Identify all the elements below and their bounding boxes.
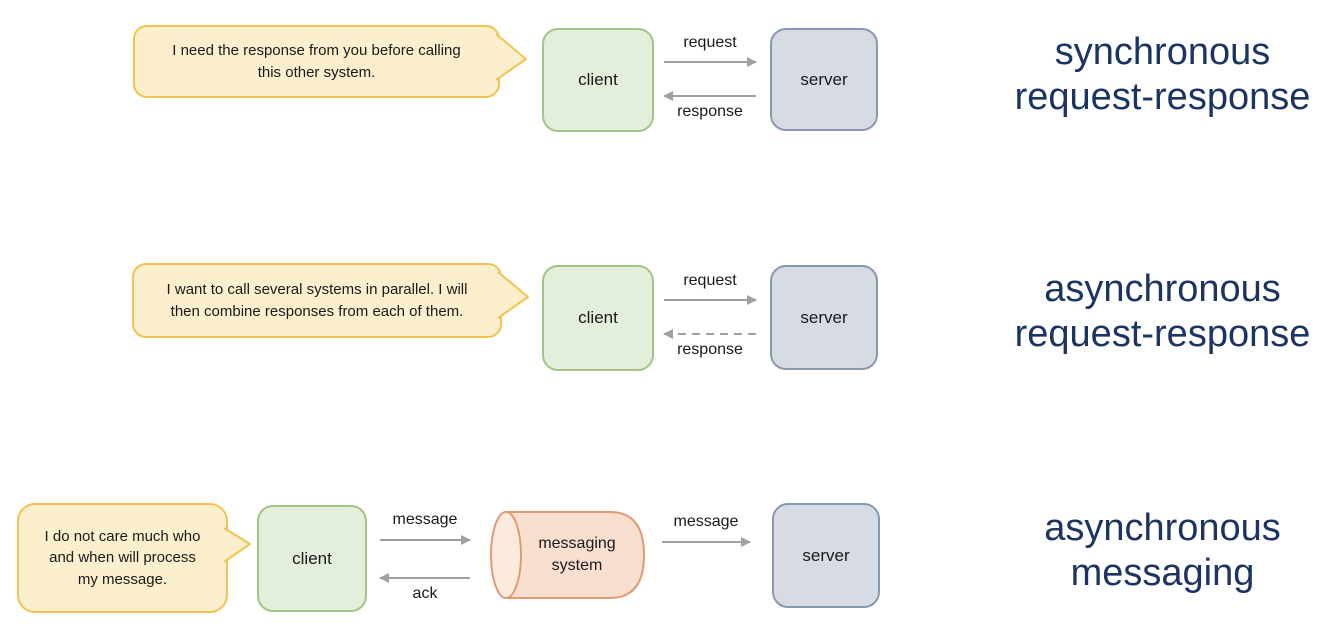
bubble-text-line: and when will process (49, 549, 196, 567)
messaging-system-cylinder (490, 511, 646, 599)
pattern-title: synchronous request-response (1005, 30, 1320, 120)
request-arrow-label: request (683, 272, 737, 289)
bubble-tail (497, 271, 529, 319)
pattern-title-line: synchronous (1054, 31, 1271, 73)
pattern-title-line: asynchronous (1044, 507, 1281, 549)
client-box: client (542, 265, 654, 371)
pattern-title: asynchronous messaging (1010, 506, 1315, 596)
response-arrow-label: response (677, 341, 743, 358)
bubble-tail (495, 33, 527, 81)
pattern-title-line: request-response (1014, 75, 1311, 118)
ack-arrow (379, 573, 470, 583)
messaging-system-label-line: system (551, 556, 603, 574)
pattern-title: asynchronous request-response (1000, 267, 1325, 357)
pattern-title-line: asynchronous (1044, 268, 1281, 310)
response-arrow (663, 91, 756, 101)
client-box: client (257, 505, 367, 612)
response-arrow-dashed (663, 329, 756, 339)
client-box: client (542, 28, 654, 132)
client-label: client (292, 548, 332, 568)
message-arrow (380, 535, 471, 545)
response-arrow-label: response (677, 103, 743, 120)
bubble-text-line: I need the response from you before call… (172, 42, 461, 60)
server-label: server (802, 545, 850, 565)
pattern-title-line: messaging (1070, 551, 1255, 594)
ack-arrow-label: ack (412, 585, 438, 602)
request-arrow (664, 295, 757, 305)
server-box: server (770, 28, 878, 131)
request-arrow-label: request (683, 34, 737, 51)
server-box: server (770, 265, 878, 370)
speech-bubble: I do not care much who and when will pro… (17, 503, 228, 613)
bubble-text-line: then combine responses from each of them… (170, 302, 464, 320)
bubble-text-line: I do not care much who (44, 528, 201, 546)
server-label: server (800, 69, 848, 89)
queue-server-message-arrow (662, 537, 751, 547)
client-label: client (578, 308, 618, 327)
request-arrow (664, 57, 757, 67)
messaging-system-label-line: messaging (538, 535, 616, 552)
bubble-text-line: my message. (77, 570, 168, 588)
bubble-text-line: I want to call several systems in parall… (166, 281, 468, 299)
client-label: client (578, 70, 618, 89)
messaging-system-label: messaging system (507, 533, 647, 576)
server-label: server (800, 307, 848, 327)
speech-bubble: I want to call several systems in parall… (132, 263, 502, 338)
speech-bubble: I need the response from you before call… (133, 25, 500, 98)
bubble-tail (223, 527, 251, 563)
server-box: server (772, 503, 880, 608)
pattern-title-line: request-response (1014, 312, 1311, 355)
message-arrow-label: message (392, 511, 458, 528)
bubble-text-line: this other system. (257, 63, 376, 81)
queue-server-arrow-label: message (673, 513, 739, 530)
